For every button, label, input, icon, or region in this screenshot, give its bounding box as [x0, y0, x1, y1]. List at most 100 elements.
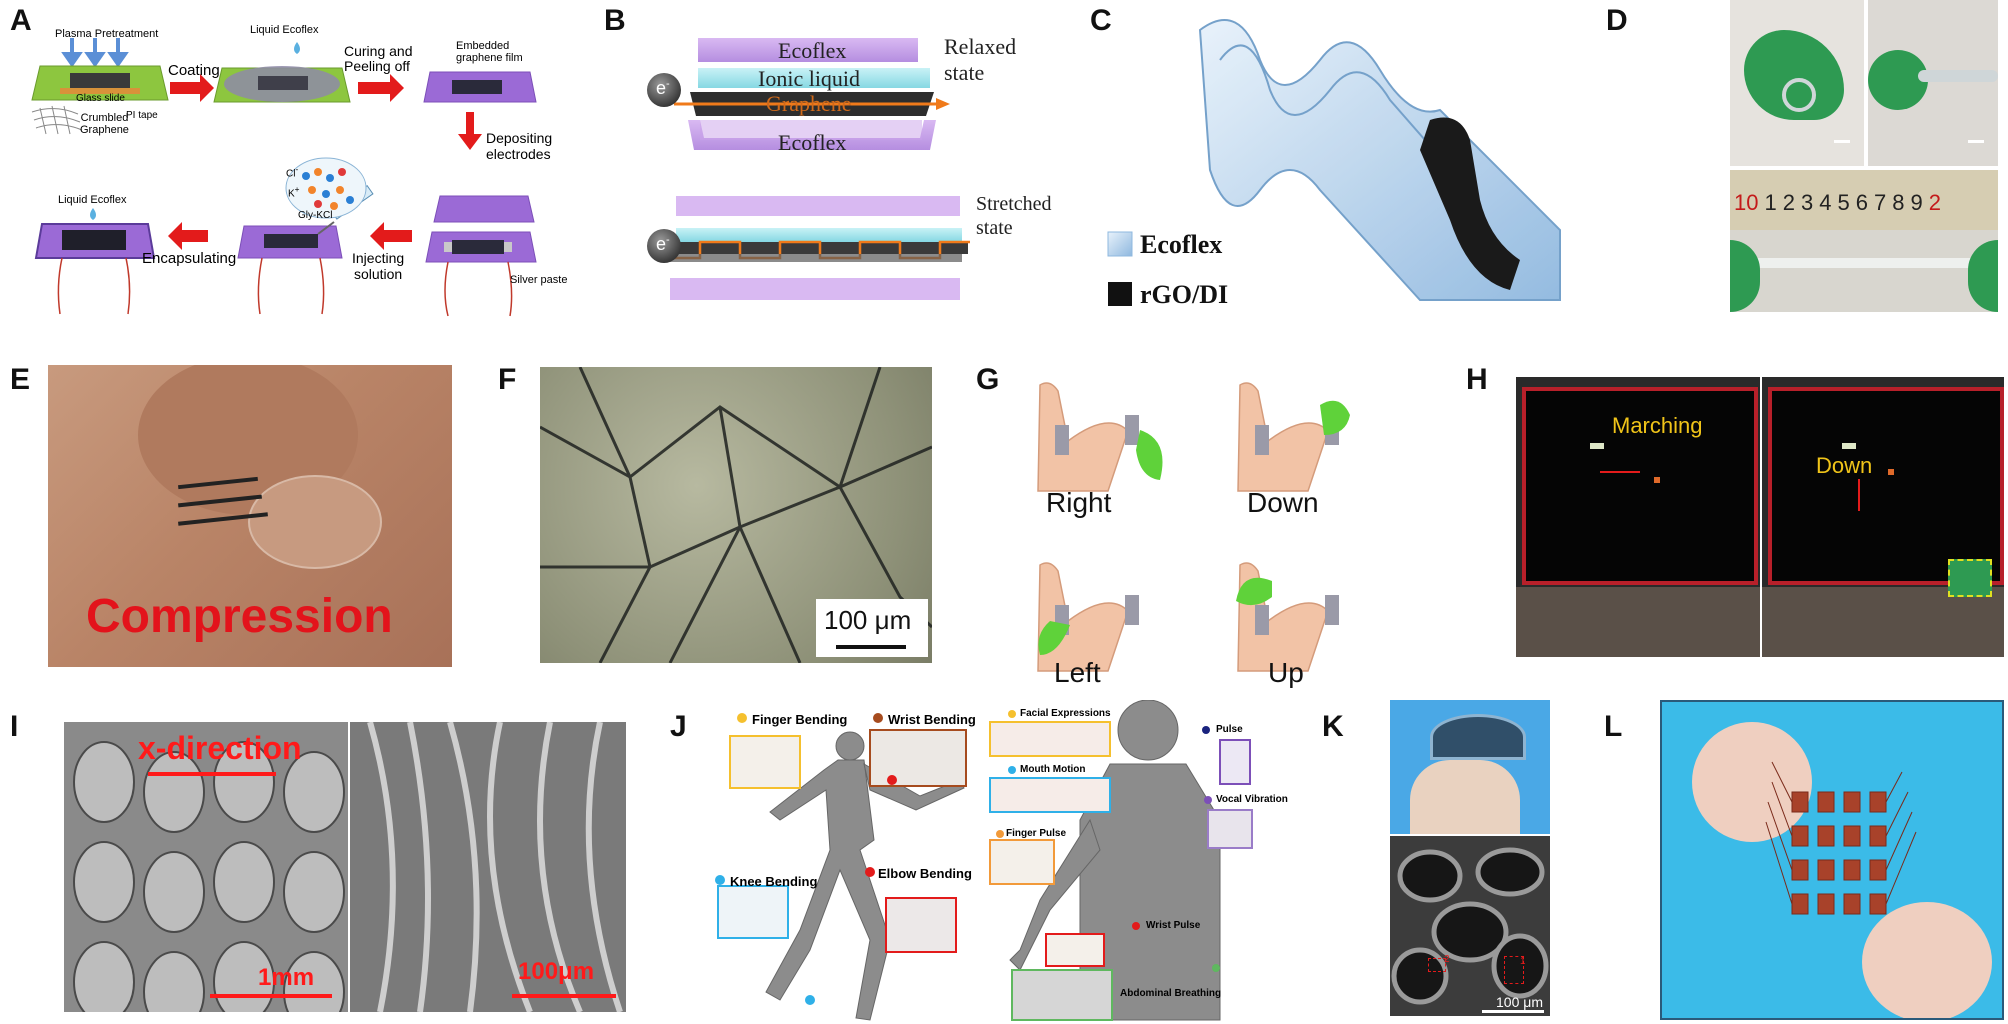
i-scale-left: 1mm [258, 964, 315, 991]
panel-d: D 10 1 2 3 4 5 6 7 8 9 2 [1590, 0, 2008, 320]
plasma-arrows [61, 38, 129, 68]
panel-f: F 100 μm [490, 355, 950, 675]
ruler-digit: 7 [1873, 190, 1887, 215]
coating-label: Coating [168, 62, 220, 79]
panel-label-j: J [670, 710, 687, 743]
b-relaxed-state: Relaxed state [944, 34, 1017, 85]
k-box2-label: 2 [1444, 954, 1450, 965]
e-skin-photo [48, 365, 452, 667]
crumbled-graphene-label: Crumbled Graphene [80, 112, 129, 136]
e-compression-caption: Compression [86, 590, 393, 643]
panel-a: A [0, 0, 590, 320]
j-body-figures [715, 700, 1253, 1021]
h-game-photo-right [1762, 377, 2004, 657]
ruler-digit: 1 [1764, 190, 1777, 215]
j-facial-expressions: Facial Expressions [1020, 708, 1111, 719]
ruler-digit: 4 [1819, 190, 1832, 215]
i-scale-right: 100μm [518, 958, 595, 985]
panel-label-c: C [1090, 4, 1112, 37]
ruler-digit: 3 [1800, 190, 1814, 215]
glass-slide-label: Glass slide [76, 93, 125, 104]
curing-label: Curing and Peeling off [344, 43, 413, 74]
panel-label-i: I [10, 710, 19, 743]
i-sem-right [350, 722, 626, 1012]
panel-label-l: L [1604, 710, 1623, 743]
j-knee-bending: Knee Bending [730, 874, 818, 889]
panel-c: C Ecoflex rGO/DI [1090, 0, 1590, 320]
g-gesture-down: Down [1247, 487, 1319, 518]
l-electrode-grid [1765, 761, 1917, 915]
f-crack-network [540, 367, 932, 663]
depositing-label: Depositing electrodes [486, 130, 553, 162]
j-abdominal-breathing: Abdominal Breathing [1120, 988, 1222, 999]
plasma-label: Plasma Pretreatment [55, 28, 159, 40]
j-finger-pulse: Finger Pulse [1006, 828, 1067, 839]
panel-g: G Right Down Left Up [960, 355, 1380, 695]
b-stretched-state: Stretched state [976, 193, 1052, 239]
injecting-label: Injecting solution [352, 250, 405, 282]
encapsulating-label: Encapsulating [142, 250, 237, 267]
liquid-ecoflex-bottom-label: Liquid Ecoflex [58, 194, 127, 206]
l-sensor-array-photo [1660, 700, 2004, 1020]
f-micrograph [540, 367, 932, 663]
ruler-digit: 8 [1892, 190, 1905, 215]
j-elbow-bending: Elbow Bending [878, 866, 972, 881]
f-scalebar-label: 100 μm [824, 605, 912, 635]
g-gesture-up: Up [1268, 657, 1304, 688]
panel-a-schematic [31, 38, 537, 317]
panel-label-d: D [1606, 4, 1628, 37]
panel-label-e: E [10, 363, 31, 396]
crumbled-graphene [31, 105, 83, 135]
b-electron-bottom: e- [656, 234, 670, 254]
cl-ion-label: Cl- [286, 164, 299, 180]
b-electron-top: e- [656, 78, 670, 98]
embedded-label: Embedded graphene film [456, 40, 523, 64]
panel-e: E Compression [0, 355, 460, 675]
panel-b: B Ecoflex Ionic liquid Graphene Ecoflex … [590, 0, 1090, 320]
panel-label-h: H [1466, 363, 1488, 396]
panel-k: K 2 1 100 μm [1300, 700, 1580, 1024]
b-ecoflex-top: Ecoflex [778, 38, 847, 63]
panel-c-wavy-device [1107, 19, 1561, 306]
ruler-digit: 2 [1782, 190, 1795, 215]
panel-h: H Marching Down [1460, 355, 2008, 675]
i-sem-left [64, 722, 348, 1012]
d-photo-bend [1730, 0, 1864, 166]
j-finger-bending: Finger Bending [752, 712, 848, 727]
h-down-label: Down [1816, 453, 1873, 478]
c-legend-ecoflex: Ecoflex [1140, 230, 1223, 259]
j-wrist-bending: Wrist Bending [888, 712, 976, 727]
d-ruler-digits: 10 1 2 3 4 5 6 7 8 9 2 [1734, 190, 1941, 216]
ruler-digit: 6 [1855, 190, 1868, 215]
k-ion-label: K+ [288, 184, 300, 200]
panel-b-layers [647, 38, 970, 300]
b-ecoflex-bottom: Ecoflex [778, 130, 847, 155]
liquid-ecoflex-top-label: Liquid Ecoflex [250, 24, 319, 36]
i-direction-label: x-direction [138, 730, 302, 766]
g-finger-gestures [1037, 382, 1350, 672]
gly-kcl-label: Gly-KCl [298, 210, 333, 221]
panel-l: L [1600, 700, 2008, 1024]
k-scalebar-label: 100 μm [1496, 994, 1543, 1010]
panel-label-b: B [604, 4, 626, 37]
panel-j: J [660, 700, 1288, 1024]
panel-label-k: K [1322, 710, 1344, 743]
panel-label-a: A [10, 4, 32, 37]
j-mouth-motion: Mouth Motion [1020, 764, 1086, 775]
j-wrist-pulse: Wrist Pulse [1146, 920, 1201, 931]
b-graphene: Graphene [766, 91, 852, 116]
g-gesture-left: Left [1054, 657, 1101, 688]
silver-paste-label: Silver paste [510, 274, 568, 286]
ruler-digit: 10 [1734, 190, 1759, 215]
k-photo-flex [1390, 700, 1550, 834]
b-ionic-liquid: Ionic liquid [758, 66, 861, 91]
panel-i: I x-direction 1mm 100μm [0, 700, 630, 1024]
g-gesture-right: Right [1046, 487, 1112, 518]
k-box1-label: 1 [1520, 956, 1526, 967]
ruler-digit: 9 [1910, 190, 1923, 215]
k-sem-image [1390, 836, 1550, 1016]
j-pulse: Pulse [1216, 724, 1243, 735]
c-legend-rgo: rGO/DI [1140, 280, 1229, 309]
ruler-digit: 2 [1928, 190, 1941, 215]
ruler-digit: 5 [1837, 190, 1850, 215]
